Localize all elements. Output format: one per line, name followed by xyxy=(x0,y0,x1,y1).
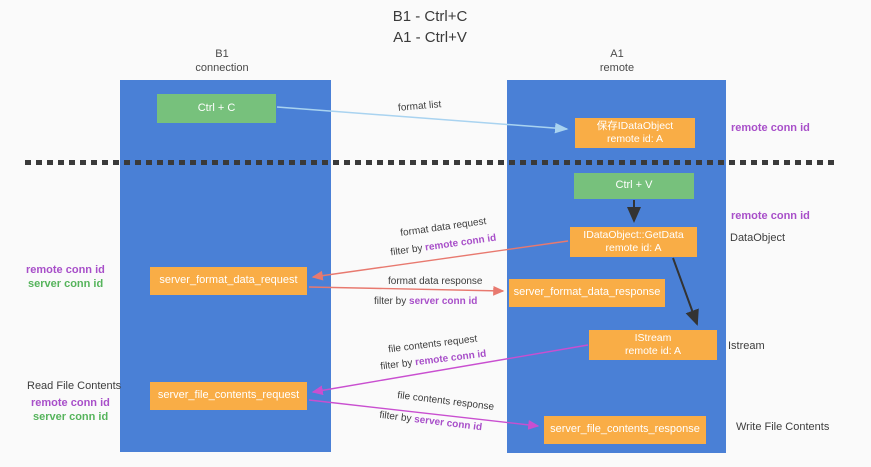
label-filter-by-server-conn-id-2: filter by server conn id xyxy=(379,410,483,434)
remote-conn-id-text: remote conn id xyxy=(414,348,487,369)
server-conn-id-text: server conn id xyxy=(409,296,478,307)
node-server-format-data-response-label: server_format_data_response xyxy=(513,286,661,299)
arrow-format-data-response xyxy=(308,285,505,296)
side-label-istream: Istream xyxy=(728,340,765,352)
side-label-read-file-contents: Read File Contents xyxy=(27,380,122,392)
diagram-title: B1 - Ctrl+C A1 - Ctrl+V xyxy=(330,6,530,48)
node-server-format-data-request: server_format_data_request xyxy=(150,267,307,295)
label-format-data-response: format data response xyxy=(388,276,483,287)
side-label-dataobject: DataObject xyxy=(730,232,786,244)
side-label-server-conn-id-left1: server conn id xyxy=(28,278,104,290)
node-ctrl-v: Ctrl + V xyxy=(574,173,694,199)
side-label-write-file-contents: Write File Contents xyxy=(736,421,830,433)
node-server-file-contents-response-label: server_file_contents_response xyxy=(550,423,700,436)
label-format-list: format list xyxy=(397,99,442,114)
node-save-idataobject: 保存IDataObject remote id: A xyxy=(575,118,695,148)
filter-by-text: filter by xyxy=(389,242,424,259)
side-label-remote-conn-id-left2: remote conn id xyxy=(31,397,110,409)
node-istream-line2: remote id: A xyxy=(624,345,682,357)
side-label-remote-conn-id-mid: remote conn id xyxy=(731,210,810,222)
node-server-format-data-response: server_format_data_response xyxy=(509,279,665,307)
right-column-header: A1 remote xyxy=(557,47,677,76)
side-label-server-conn-id-left2: server conn id xyxy=(33,411,109,423)
node-server-file-contents-request: server_file_contents_request xyxy=(150,382,307,410)
node-istream: IStream remote id: A xyxy=(589,330,717,360)
node-server-format-data-request-label: server_format_data_request xyxy=(159,274,298,287)
filter-by-text: filter by xyxy=(374,296,407,307)
left-column-name: B1 xyxy=(215,48,229,60)
right-column-role: remote xyxy=(599,62,635,75)
node-ctrl-v-label: Ctrl + V xyxy=(615,179,653,192)
node-save-idataobject-line1: 保存IDataObject xyxy=(596,119,674,132)
node-ctrl-c: Ctrl + C xyxy=(157,94,276,123)
left-column-role: connection xyxy=(195,62,249,75)
node-idataobject-getdata-line2: remote id: A xyxy=(605,242,662,254)
node-ctrl-c-label: Ctrl + C xyxy=(197,101,236,114)
title-line-2: A1 - Ctrl+V xyxy=(393,29,467,46)
side-label-remote-conn-id-top: remote conn id xyxy=(731,122,810,134)
side-label-remote-conn-id-left1: remote conn id xyxy=(26,264,105,276)
right-column-name: A1 xyxy=(610,48,624,60)
remote-conn-id-text: remote conn id xyxy=(424,232,497,254)
node-server-file-contents-request-label: server_file_contents_request xyxy=(157,389,300,402)
node-idataobject-getdata: IDataObject::GetData remote id: A xyxy=(570,227,697,257)
label-filter-by-server-conn-id-1: filter by server conn id xyxy=(374,296,477,307)
node-server-file-contents-response: server_file_contents_response xyxy=(544,416,706,444)
server-conn-id-text: server conn id xyxy=(413,414,483,434)
dashed-separator-line xyxy=(25,160,838,165)
left-column-header: B1 connection xyxy=(162,47,282,76)
label-file-contents-response: file contents response xyxy=(396,390,495,413)
node-idataobject-getdata-line1: IDataObject::GetData xyxy=(583,228,684,241)
node-save-idataobject-line2: remote id: A xyxy=(606,133,664,145)
filter-by-text: filter by xyxy=(378,409,413,425)
filter-by-text: filter by xyxy=(379,357,414,373)
title-line-1: B1 - Ctrl+C xyxy=(392,8,468,25)
node-istream-line1: IStream xyxy=(634,331,672,344)
